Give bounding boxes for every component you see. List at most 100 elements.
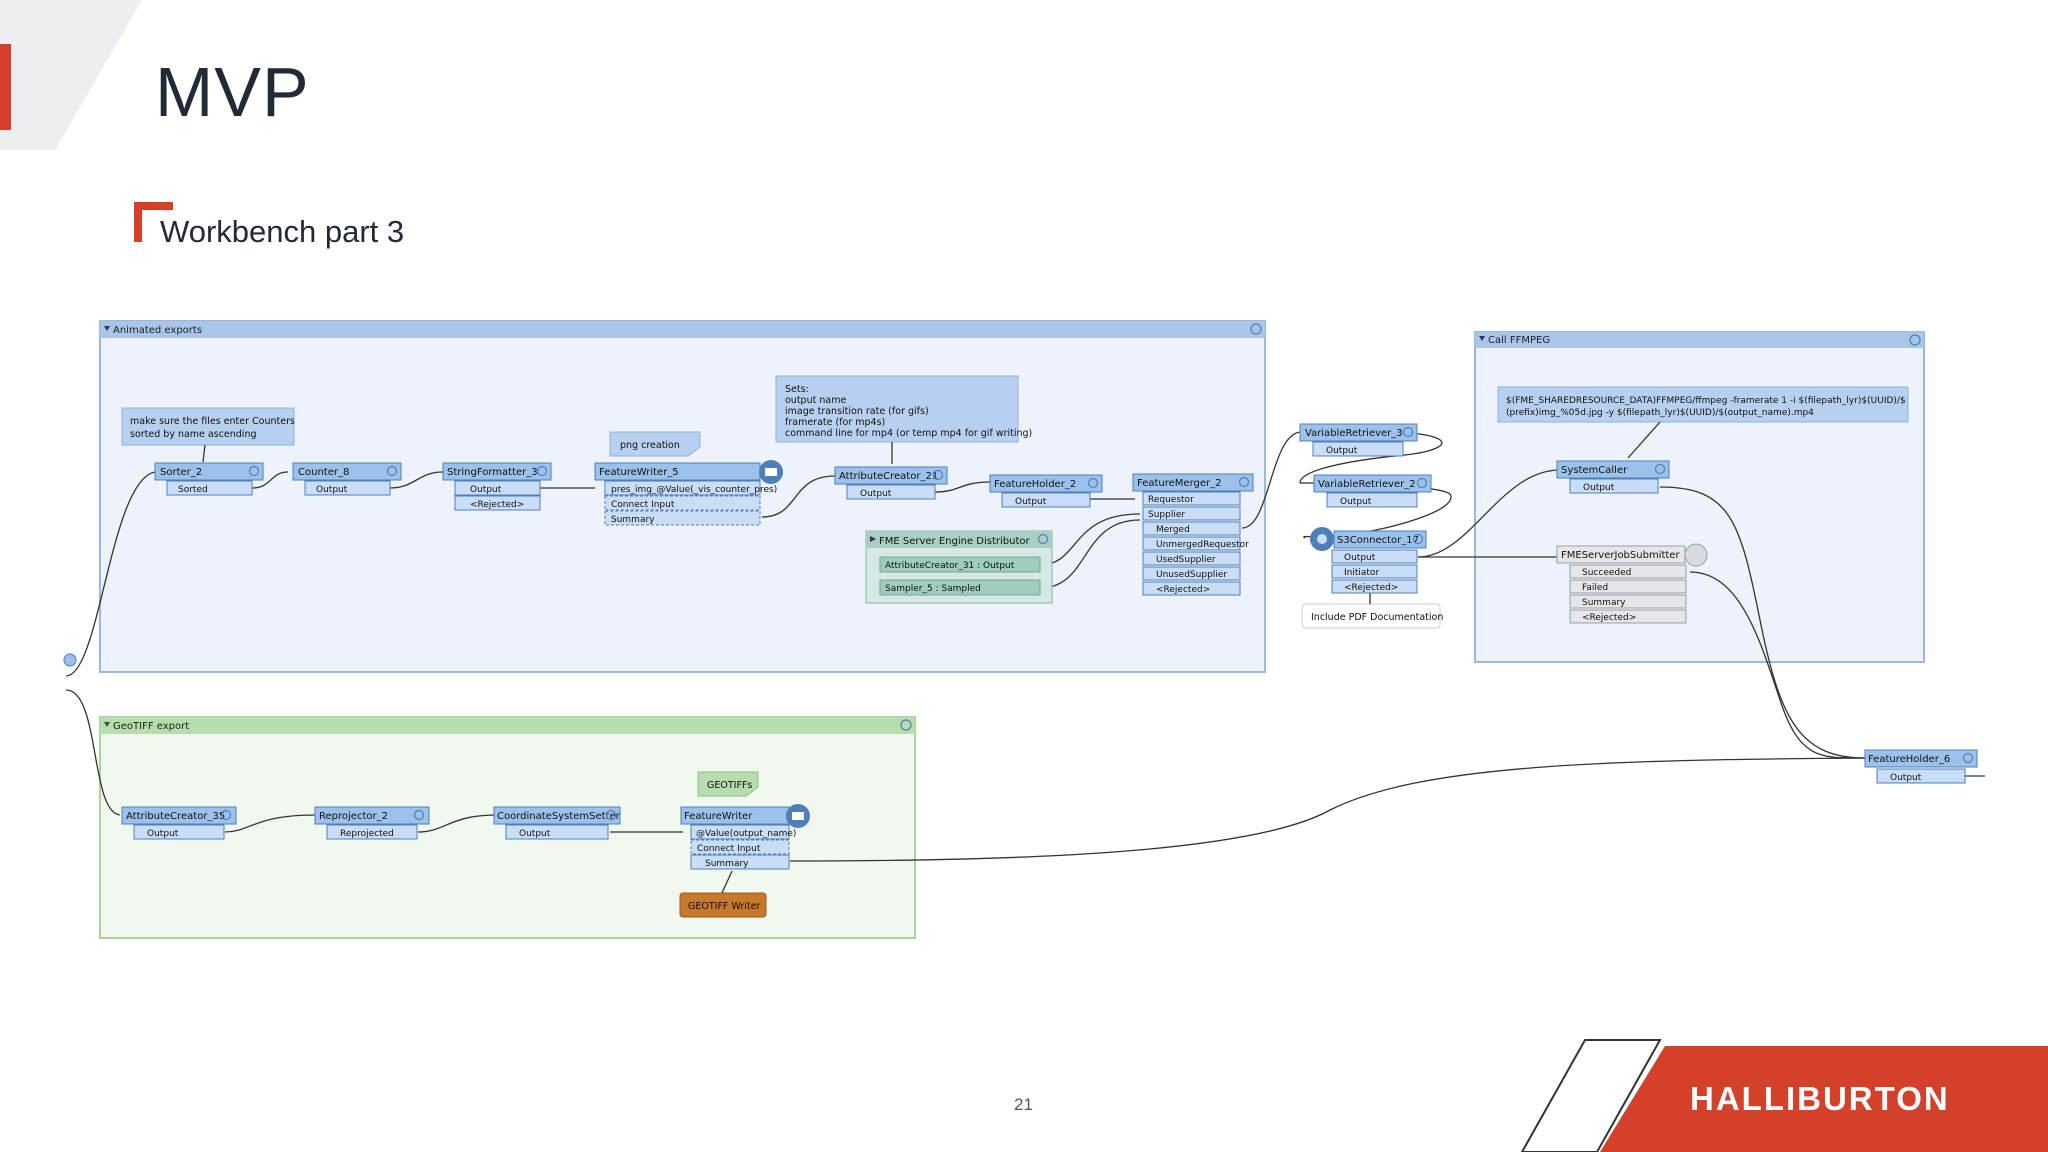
port-label: Merged [1156,525,1190,535]
transformer-variableretriever-2[interactable]: VariableRetriever_2 Output [1313,474,1432,508]
port-label: AttributeCreator_31 : Output [885,561,1015,571]
transformer-name: SystemCaller [1561,465,1628,476]
slide-subtitle: Workbench part 3 [160,214,405,249]
transformer-name: StringFormatter_3 [447,467,538,478]
annotation-line: command line for mp4 (or temp mp4 for gi… [785,428,1032,439]
annotation-line: $(FME_SHAREDRESOURCE_DATA)FFMPEG/ffmpeg … [1506,396,1906,406]
gear-icon[interactable] [1037,533,1049,545]
port-label: Output [470,485,502,495]
gear-icon[interactable] [1962,752,1974,764]
annotation-line: framerate (for mp4s) [785,417,885,428]
gear-icon[interactable] [932,469,944,481]
gear-icon[interactable] [1416,477,1428,489]
port-label: Requestor [1148,495,1194,505]
transformer-featurewriter-5[interactable]: FeatureWriter_5 pres_img_@Value(_vis_cou… [594,460,783,526]
port-label: Sampler_5 : Sampled [885,584,981,594]
port-label: Connect Input [611,500,675,510]
annotation-text: Include PDF Documentation [1311,612,1443,623]
transformer-featureholder-2[interactable]: FeatureHolder_2 Output [989,474,1103,508]
port-label: @Value(output_name) [696,829,796,839]
port-label: Summary [611,515,655,525]
port-label: Output [147,829,179,839]
connector-icon[interactable] [63,653,77,667]
annotation-text: png creation [620,440,680,451]
transformer-name: VariableRetriever_2 [1318,479,1416,490]
transformer-attributecreator-21[interactable]: AttributeCreator_21 Output [834,466,948,500]
gear-icon[interactable] [605,809,617,821]
writer-name: GEOTIFF Writer [688,901,760,912]
transformer-featuremerger[interactable]: FeatureMerger_2 Requestor Supplier Merge… [1132,473,1254,596]
port-label: Reprojected [340,829,394,839]
port-label: Summary [705,859,749,869]
transformer-name: FeatureMerger_2 [1137,478,1221,489]
annotation-line: Sets: [785,384,809,395]
gear-icon[interactable] [386,465,398,477]
gear-icon[interactable] [1087,477,1099,489]
transformer-attributecreator-35[interactable]: AttributeCreator_35 Output [121,806,237,840]
port-label: Output [1583,483,1615,493]
writer-geotiff[interactable]: GEOTIFF Writer [679,892,767,918]
transformer-name: CoordinateSystemSetter [497,811,621,822]
transformer-name: FeatureWriter_5 [599,467,679,478]
annotation-counters-note[interactable]: make sure the files enter Counters sorte… [121,407,295,463]
transformer-name: FeatureWriter [684,811,753,822]
annotation-line: make sure the files enter Counters [130,416,295,427]
port-label: <Rejected> [1344,583,1398,593]
bookmark-title: Animated exports [113,325,202,336]
annotation-line: (prefix)img_%05d.jpg -y $(filepath_lyr)$… [1506,408,1814,418]
gear-icon[interactable] [1250,323,1262,335]
port-label: Output [519,829,551,839]
annotation-sets-note[interactable]: Sets: output name image transition rate … [775,375,1032,464]
port-label: Succeeded [1582,568,1631,578]
gear-icon[interactable] [413,809,425,821]
gear-icon[interactable] [1909,334,1921,346]
transformer-name: Sorter_2 [160,467,202,478]
port-label: Output [1344,553,1376,563]
transformer-name: FeatureHolder_6 [1868,754,1950,765]
transformer-variableretriever-3[interactable]: VariableRetriever_3 Output [1299,423,1418,457]
transformer-name: FeatureHolder_2 [994,479,1076,490]
transformer-featurewriter[interactable]: FeatureWriter @Value(output_name) Connec… [680,804,810,870]
transformer-counter[interactable]: Counter_8 Output [292,462,402,496]
gear-icon[interactable] [900,719,912,731]
transformer-stringformatter[interactable]: StringFormatter_3 Output <Rejected> [442,462,552,511]
gear-icon[interactable] [248,465,260,477]
gear-icon[interactable] [1402,426,1414,438]
bookmark-title: GeoTIFF export [113,721,189,732]
transformer-name: S3Connector_17 [1337,535,1419,546]
annotation-line: output name [785,395,846,406]
port-label: Connect Input [697,844,761,854]
transformer-name: Counter_8 [298,467,349,478]
port-label: Output [316,485,348,495]
bookmark-call-ffmpeg[interactable]: Call FFMPEG [1474,331,1925,663]
transformer-featureholder-6[interactable]: FeatureHolder_6 Output [1864,749,1978,784]
annotation-ffmpeg-command[interactable]: $(FME_SHAREDRESOURCE_DATA)FFMPEG/ffmpeg … [1497,386,1909,459]
port-label: UnusedSupplier [1156,570,1227,580]
annotation-geotiffs-note[interactable]: GEOTIFFs [697,771,759,797]
port-label: Output [860,489,892,499]
gear-icon[interactable] [1654,463,1666,475]
port-label: <Rejected> [1156,585,1210,595]
annotation-png-note[interactable]: png creation [609,431,701,457]
port-label: Initiator [1344,568,1379,578]
transformer-name: FME Server Engine Distributor [879,536,1031,547]
port-label: <Rejected> [1582,613,1636,623]
port-label: Summary [1582,598,1626,608]
transformer-sorter[interactable]: Sorter_2 Sorted [154,462,264,496]
gear-icon[interactable] [220,809,232,821]
gear-icon[interactable] [1412,533,1424,545]
transformer-systemcaller[interactable]: SystemCaller Output [1556,460,1670,494]
gear-icon[interactable] [536,465,548,477]
annotation-pdf-documentation[interactable]: Include PDF Documentation [1301,592,1443,629]
brand-logo: HALLIBURTON [1690,1080,1950,1117]
gear-icon[interactable] [1238,476,1250,488]
transformer-name: Reprojector_2 [319,811,388,822]
transformer-engine-distributor[interactable]: FME Server Engine Distributor AttributeC… [865,530,1053,604]
transformer-fmeserver-jobsubmitter[interactable]: FMEServerJobSubmitter Succeeded Failed S… [1556,543,1708,624]
transformer-reprojector[interactable]: Reprojector_2 Reprojected [314,806,430,840]
transformer-s3connector[interactable]: S3Connector_17 Output Initiator <Rejecte… [1310,527,1427,594]
annotation-text: GEOTIFFs [707,780,752,791]
transformer-coordsystemsetter[interactable]: CoordinateSystemSetter Output [493,806,621,840]
